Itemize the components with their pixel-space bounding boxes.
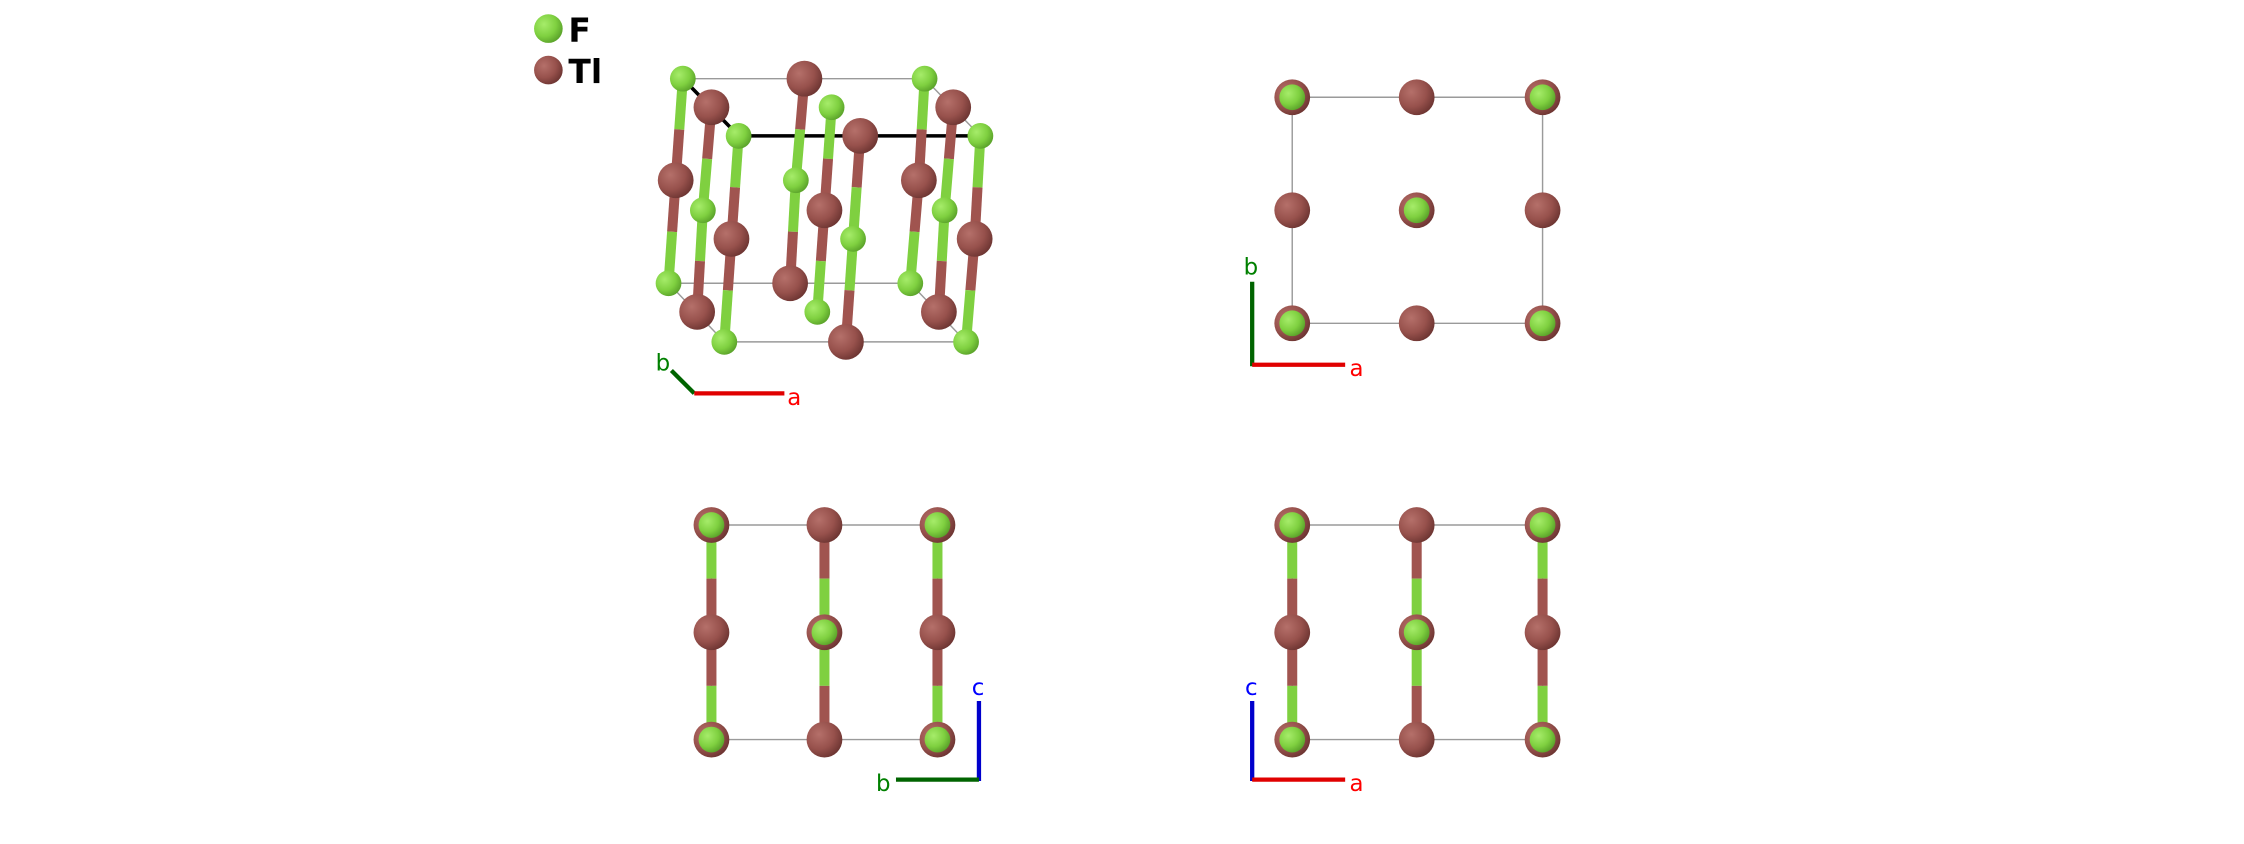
tl-atom	[806, 192, 843, 229]
f-atom	[818, 94, 845, 121]
tl-atom	[828, 324, 864, 360]
f-atom	[897, 270, 924, 297]
tl-atom	[693, 614, 730, 651]
legend-tl-swatch	[534, 55, 563, 85]
tl-atom	[1398, 507, 1435, 543]
axis-b-line	[669, 368, 696, 395]
axis-a-label: a	[1349, 771, 1363, 797]
tl-atom	[806, 507, 843, 543]
tl-atom	[1398, 79, 1435, 116]
f-atom	[711, 329, 738, 355]
tl-atom	[693, 89, 730, 126]
axis-c-label: c	[972, 675, 985, 701]
tl-atom	[919, 614, 956, 651]
f-atom	[931, 197, 958, 224]
tl-atom	[1398, 305, 1435, 342]
tl-atom	[679, 293, 716, 330]
axis-b-label: b	[656, 351, 671, 377]
f-atom	[967, 123, 994, 149]
tl-atom	[900, 162, 937, 199]
tl-atom	[921, 293, 957, 330]
f-atom	[924, 726, 951, 753]
f-atom	[804, 298, 831, 325]
f-atom	[811, 619, 838, 646]
f-atom	[1529, 512, 1556, 538]
axis-a-label: a	[787, 385, 801, 411]
tl-atom	[657, 162, 694, 199]
f-atom	[725, 123, 752, 149]
f-atom	[1529, 84, 1556, 111]
f-atom	[1403, 619, 1430, 646]
tl-atom	[842, 118, 879, 154]
f-atom	[1279, 726, 1306, 753]
f-atom	[1279, 512, 1306, 538]
f-atom	[1529, 726, 1556, 753]
f-atom	[782, 167, 809, 194]
axis-b-label: b	[1244, 255, 1259, 281]
tl-atom	[1524, 192, 1561, 229]
f-atom	[924, 512, 951, 538]
tl-atom	[1524, 614, 1561, 651]
legend: F Tl	[534, 10, 602, 91]
f-atom	[1529, 310, 1556, 337]
tl-atom	[806, 721, 843, 758]
tl-atom	[713, 221, 750, 257]
f-atom	[1403, 197, 1430, 224]
tl-atom	[935, 89, 972, 126]
f-atom	[911, 65, 938, 92]
legend-f-label: F	[568, 10, 590, 49]
tl-atom	[1274, 614, 1311, 651]
tl-atom	[1274, 192, 1311, 229]
f-atom	[655, 270, 682, 297]
f-atom	[698, 512, 725, 538]
axis-a-label: a	[1349, 356, 1363, 382]
f-atom	[953, 329, 979, 355]
tl-atom	[786, 60, 823, 97]
f-atom	[689, 197, 716, 224]
legend-f-swatch	[534, 14, 563, 43]
tl-atom	[1398, 721, 1435, 758]
f-atom	[698, 726, 725, 753]
legend-tl-label: Tl	[568, 52, 602, 91]
axis-b-label: b	[876, 771, 891, 797]
f-atom	[840, 226, 866, 252]
tl-atom	[772, 265, 809, 302]
tl-atom	[956, 221, 993, 257]
f-atom	[669, 65, 696, 92]
f-atom	[1279, 84, 1306, 111]
f-atom	[1279, 310, 1306, 337]
axis-c-label: c	[1245, 675, 1258, 701]
